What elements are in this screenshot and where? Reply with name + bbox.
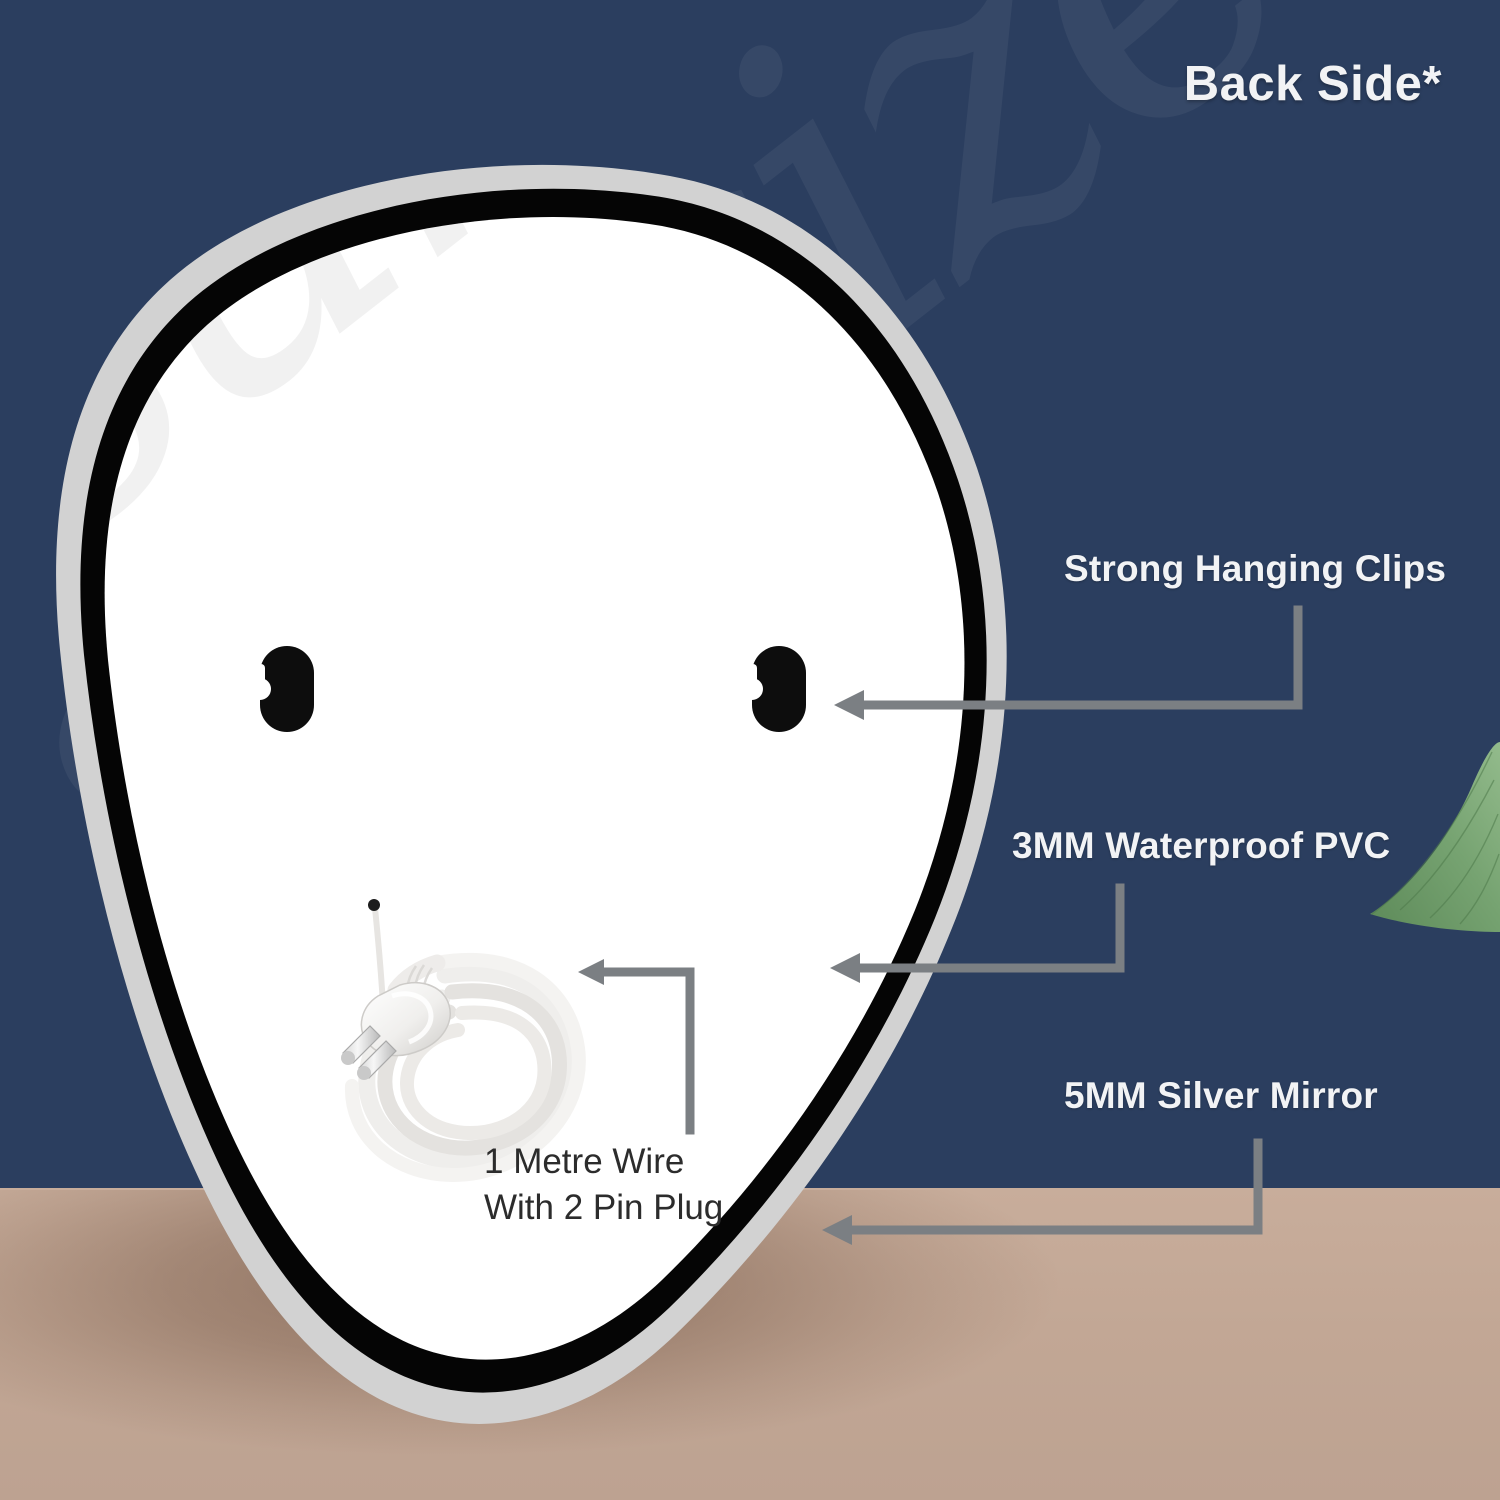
callout-arrow-hanging-clips bbox=[834, 605, 1303, 720]
wire-caption-line-2: With 2 Pin Plug bbox=[484, 1188, 724, 1227]
arrowhead-icon bbox=[830, 953, 860, 983]
callout-arrow-silver-mirror bbox=[822, 1138, 1263, 1245]
hanging-clip-left bbox=[249, 646, 314, 732]
wire-caption: 1 Metre Wire With 2 Pin Plug bbox=[484, 1139, 723, 1231]
arrowhead-icon bbox=[578, 959, 604, 985]
keyhole-icon bbox=[725, 646, 779, 732]
leaf-icon bbox=[1370, 742, 1500, 932]
keyhole-circle bbox=[249, 678, 271, 700]
keyhole-slot bbox=[255, 664, 265, 688]
arrowhead-icon bbox=[822, 1215, 852, 1245]
callout-label-silver-mirror: 5MM Silver Mirror bbox=[1064, 1075, 1378, 1116]
callout-arrow-waterproof-pvc bbox=[830, 883, 1125, 983]
keyhole-circle bbox=[741, 678, 763, 700]
wire-caption-line-1: 1 Metre Wire bbox=[484, 1142, 685, 1181]
mirror-face bbox=[104, 216, 965, 1360]
mirror-illustration bbox=[22, 164, 1032, 1438]
callout-label-waterproof-pvc: 3MM Waterproof PVC bbox=[1012, 825, 1391, 866]
arrowhead-icon bbox=[834, 690, 864, 720]
hanging-clip-right bbox=[741, 646, 806, 732]
keyhole-slot bbox=[747, 664, 757, 688]
page-title: Back Side* bbox=[1183, 57, 1442, 111]
wire-callout-arrow bbox=[578, 959, 695, 1135]
keyhole-icon bbox=[233, 646, 287, 732]
callout-label-hanging-clips: Strong Hanging Clips bbox=[1064, 548, 1447, 589]
